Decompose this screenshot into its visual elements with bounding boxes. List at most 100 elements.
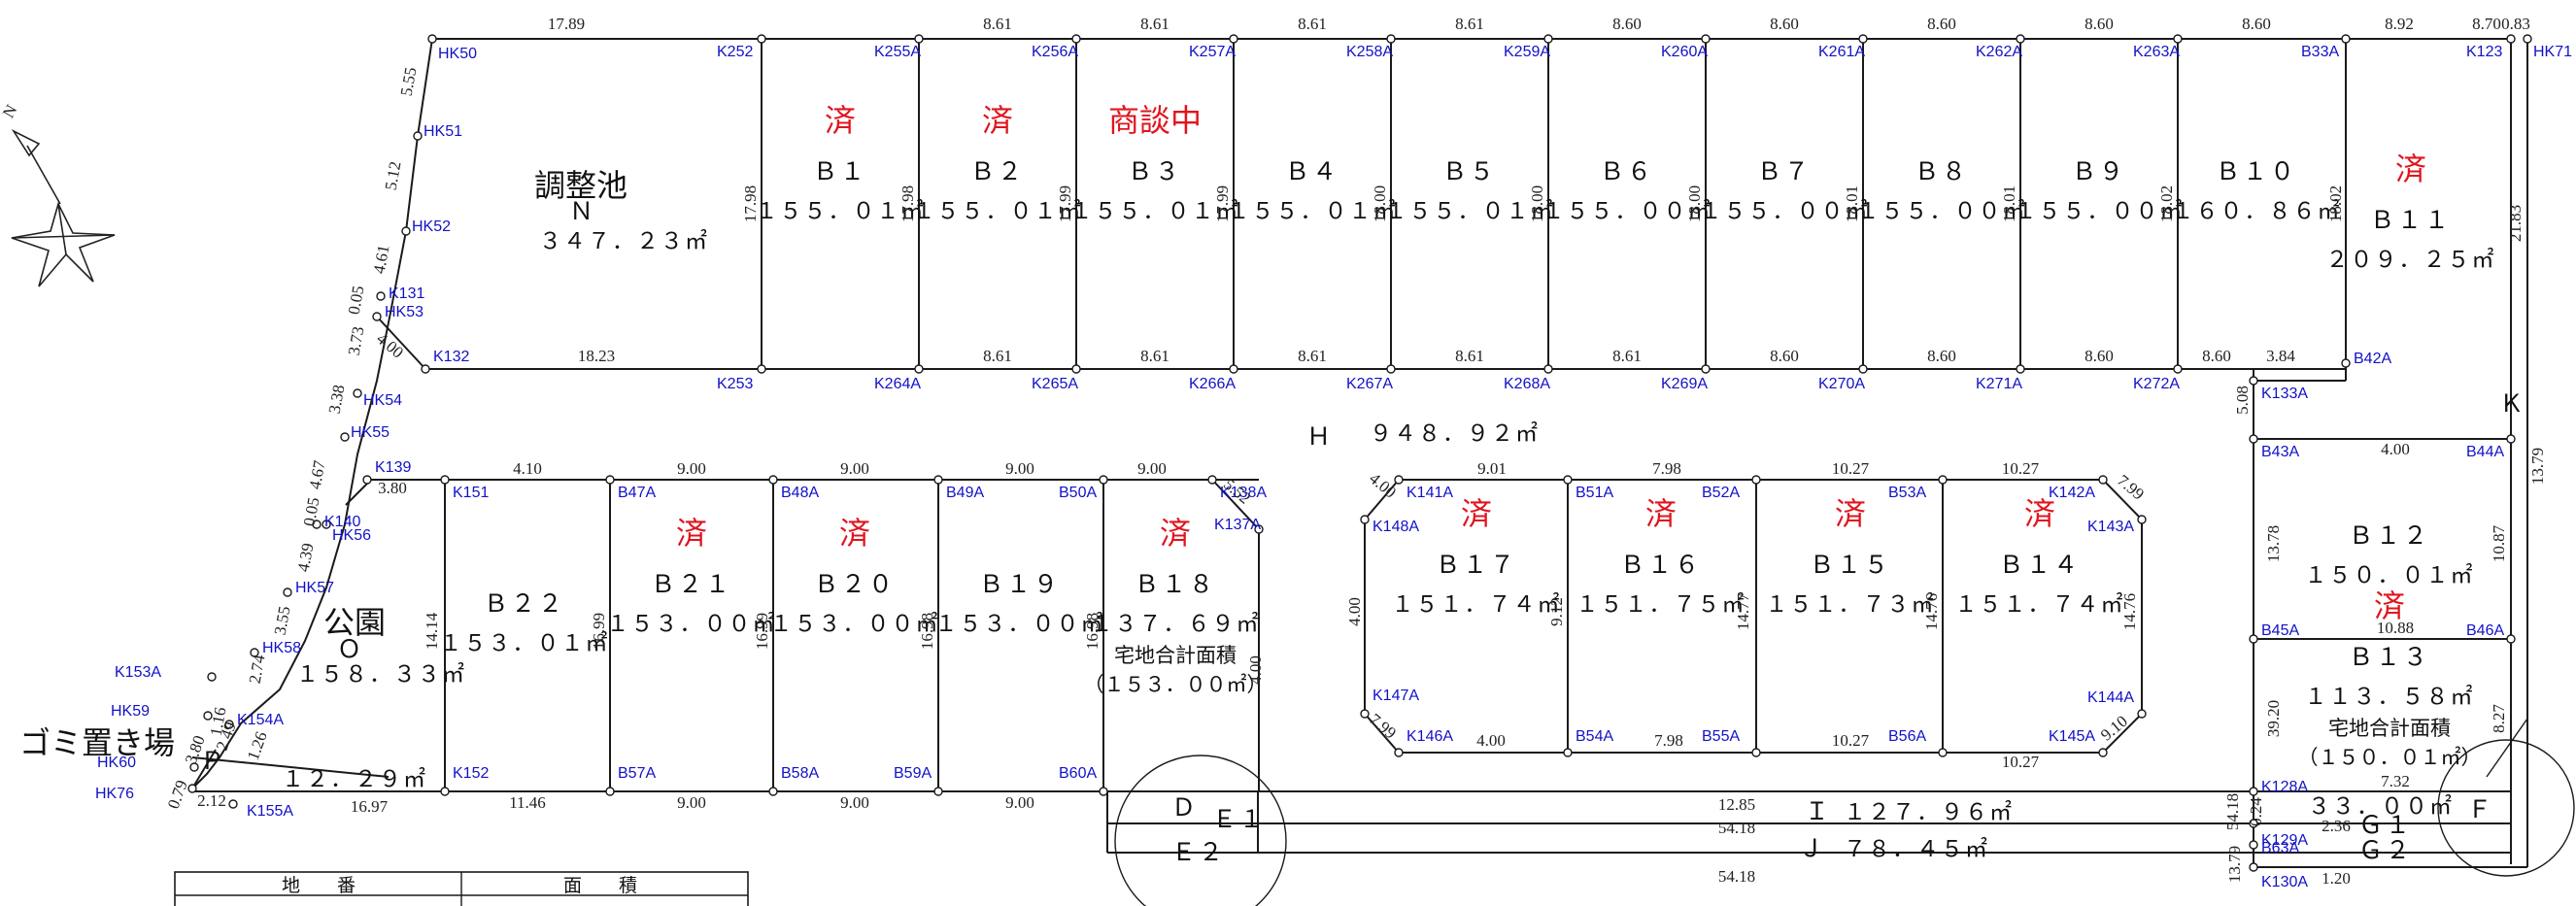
dimension-label: 3.38: [325, 384, 349, 416]
point-marker-icon: [1543, 34, 1553, 44]
dimension-label: 5.55: [397, 66, 421, 98]
point-tag: K141A: [1407, 485, 1453, 501]
dimension-label: 8.61: [983, 347, 1012, 365]
dimension-label: 54.18: [2223, 793, 2242, 830]
table-header-area: 面 積: [563, 875, 637, 896]
point-marker-icon: [605, 475, 615, 485]
survey-point: B45A: [2249, 622, 2299, 644]
survey-point: HK55: [340, 424, 390, 442]
point-tag: K257A: [1189, 44, 1236, 60]
dimension-label: 8.61: [1140, 15, 1169, 33]
point-tag: HK50: [438, 46, 477, 62]
point-tag: B52A: [1702, 485, 1740, 501]
dimension-label: 4.10: [513, 459, 542, 478]
dimension-label: 4.67: [306, 458, 329, 490]
dimension-label: 0.24: [2247, 797, 2265, 826]
point-marker-icon: [757, 34, 766, 44]
lot-b8[interactable]: Ｂ８ １５５．００㎡: [1857, 157, 2027, 224]
point-tag: K263A: [2133, 44, 2180, 60]
point-tag: K151: [453, 485, 489, 501]
dimension-label: 10.27: [1832, 459, 1870, 478]
dimension-label: 2.36: [2322, 817, 2351, 835]
dimension-label: 7.99: [2114, 471, 2148, 504]
lot-area: １５１．７４㎡: [1955, 592, 2125, 618]
area-table: 地 番 面 積: [174, 871, 749, 906]
dimension-label: 9.01: [1477, 459, 1507, 478]
park-label: 公園: [323, 604, 386, 641]
lot-area: １５５．００㎡: [1857, 199, 2027, 224]
lot-area: １５１．７５㎡: [1576, 592, 1746, 618]
dimension-label: 7.98: [1654, 731, 1683, 750]
survey-point: K267A: [1346, 364, 1396, 392]
point-marker-icon: [2173, 364, 2183, 374]
lot-status: 商談中: [1108, 102, 1202, 139]
point-marker-icon: [757, 364, 766, 374]
survey-point: HK57: [283, 580, 334, 597]
point-marker-icon: [933, 475, 943, 485]
lot-area: １５３．０１㎡: [440, 631, 610, 656]
point-tag: K131: [389, 285, 424, 302]
lot-area: １５５．００㎡: [1542, 199, 1712, 224]
dimension-label: 18.00: [1528, 185, 1546, 222]
lot-name: Ｂ１７: [1436, 551, 1517, 579]
dimension-label: 1.16: [207, 706, 230, 738]
point-marker-icon: [1701, 364, 1711, 374]
dimension-label: 9.00: [677, 793, 706, 812]
lot-b6[interactable]: Ｂ６ １５５．００㎡: [1542, 157, 1712, 224]
lot-name: Ｂ８: [1915, 157, 1969, 185]
point-tag: B43A: [2261, 444, 2299, 460]
dimension-label: 8.70: [2472, 15, 2501, 33]
road-h-label-group: Ｈ ９４８．９２㎡: [1306, 421, 1538, 451]
parcel-d-code: Ｄ: [1171, 793, 1199, 822]
boundary-lines: [191, 38, 2528, 868]
point-marker-icon: [914, 364, 924, 374]
point-tag: B50A: [1059, 485, 1097, 501]
point-tag: B63A: [2261, 840, 2299, 856]
dimension-label: 3.73: [345, 325, 368, 357]
point-marker-icon: [1229, 364, 1238, 374]
park-area: １５８．３３㎡: [296, 662, 466, 688]
parcel-e2-code: Ｅ２: [1171, 838, 1226, 866]
survey-point: K142A: [2049, 475, 2108, 501]
point-marker-icon: [2016, 34, 2025, 44]
pond-code: Ｎ: [569, 197, 596, 225]
road-j-code: Ｊ: [1799, 834, 1826, 862]
parcel-k-area: ３３．００㎡: [2308, 794, 2454, 820]
lot-area: １５５．０１㎡: [756, 199, 926, 224]
pond-label-group: 調整池 Ｎ ３４７．２３㎡: [534, 167, 707, 254]
lot-name: Ｂ１: [813, 157, 867, 185]
point-tag: HK59: [111, 703, 150, 720]
dimension-label: 9.00: [1137, 459, 1167, 478]
point-marker-icon: [2249, 840, 2258, 850]
lot-name: Ｂ６: [1600, 157, 1654, 185]
lower-row-dividers: [609, 480, 1104, 791]
point-tag: B51A: [1576, 485, 1613, 501]
point-tag: K143A: [2087, 519, 2134, 535]
survey-point: B48A: [768, 475, 819, 501]
road-j-label-group: Ｊ ７８．４５㎡: [1799, 834, 1987, 862]
north-arrow-icon: N: [0, 102, 116, 287]
lot-status: 済: [982, 102, 1013, 139]
dimension-label: 8.60: [2085, 15, 2114, 33]
point-marker-icon: [605, 787, 615, 796]
